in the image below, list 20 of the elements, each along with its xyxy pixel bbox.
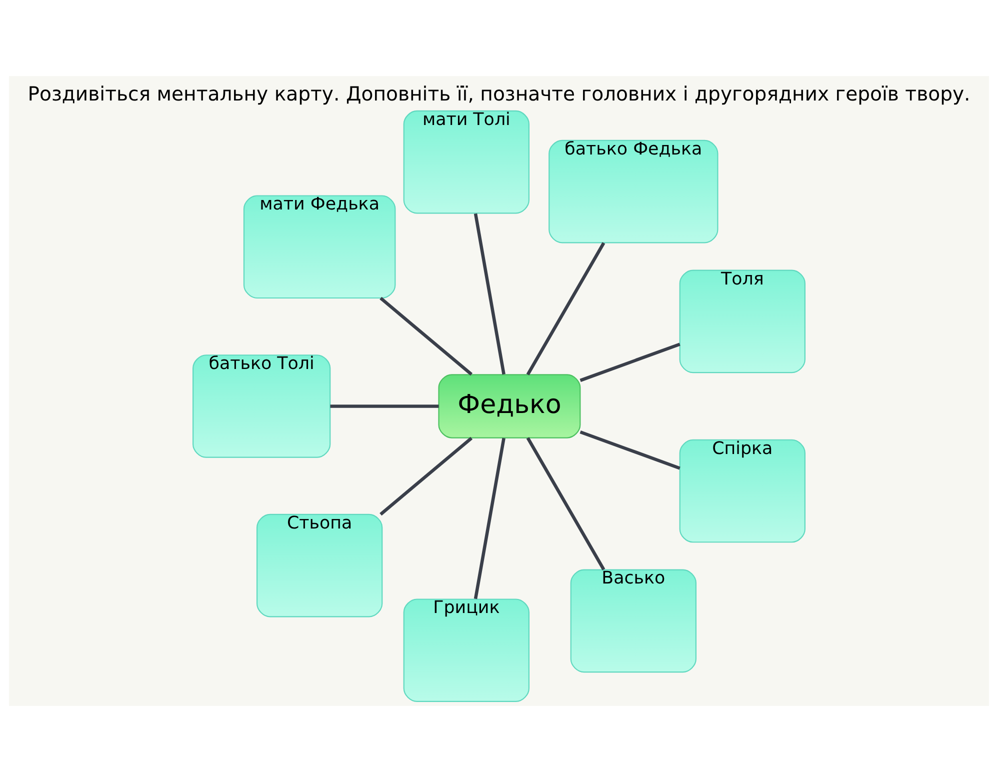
node-box: батько Толі: [192, 354, 330, 458]
connector: [473, 213, 505, 375]
node-box: Федько: [438, 374, 580, 438]
node-box: мати Толі: [402, 110, 529, 214]
node-box: Грицик: [402, 598, 529, 702]
node-box: батько Федька: [548, 140, 718, 244]
connector: [526, 437, 605, 570]
node-box: Толя: [678, 270, 805, 374]
connector: [526, 242, 605, 376]
node-box: Васько: [570, 569, 696, 673]
node-box: Спірка: [678, 439, 805, 543]
connector: [330, 404, 438, 408]
node-box: мати Федька: [242, 195, 396, 299]
connector: [579, 430, 680, 470]
connector: [379, 436, 472, 516]
node-box: Стьопа: [256, 514, 382, 618]
connector: [379, 296, 472, 376]
connector: [579, 342, 680, 382]
diagram-title: Роздивіться ментальну карту. Доповніть її, позначте головних і другорядних героїв твору.: [27, 82, 970, 106]
connector: [473, 438, 505, 600]
